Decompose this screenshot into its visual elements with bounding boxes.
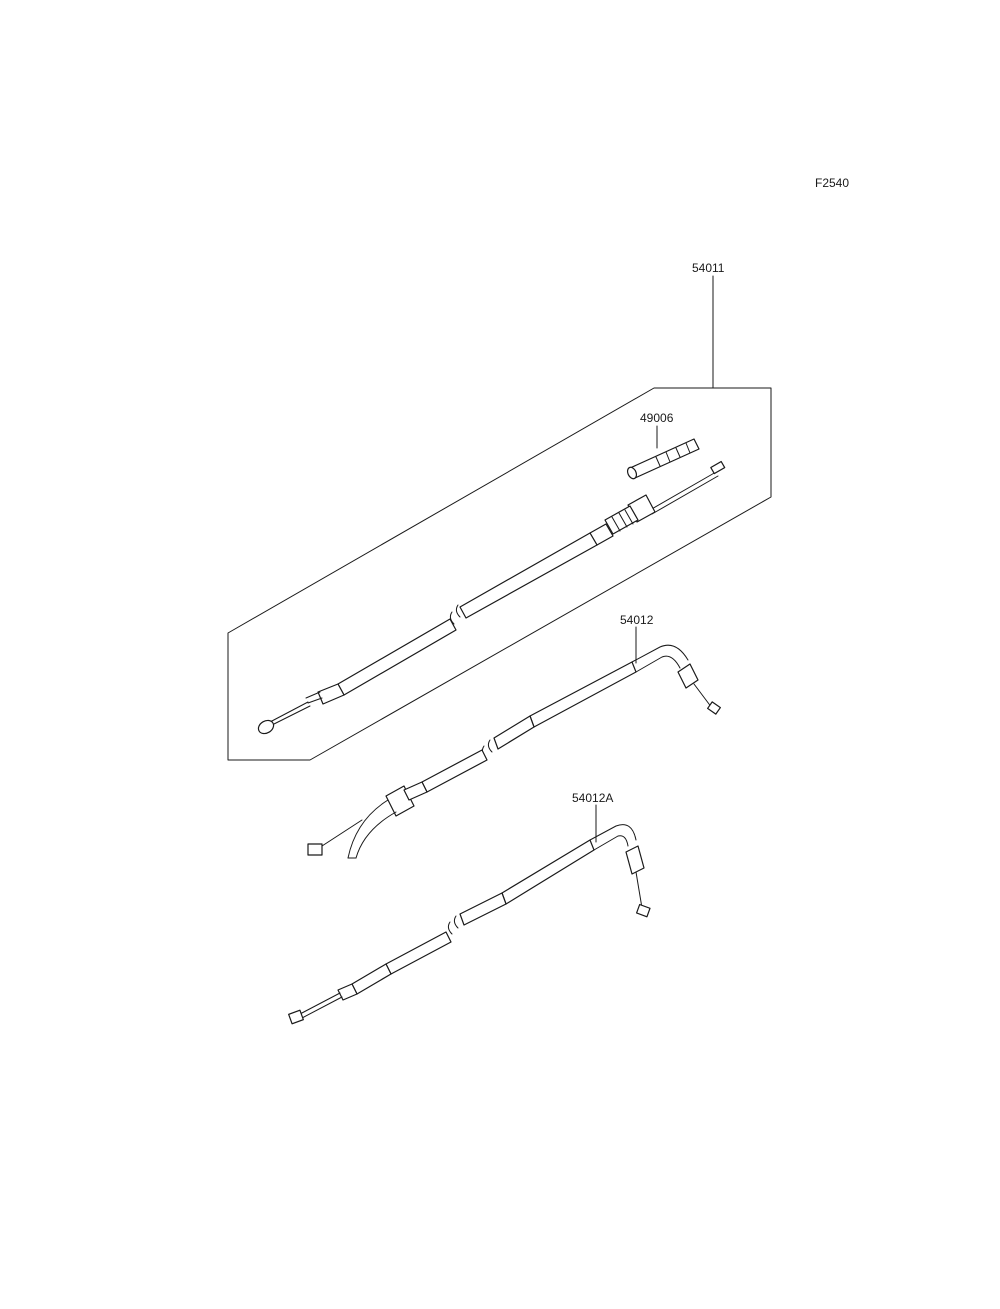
cable-adjuster xyxy=(625,845,645,875)
part-label-49006: 49006 xyxy=(640,411,674,425)
part-label-54012: 54012 xyxy=(620,613,654,627)
barrel-end xyxy=(288,1009,304,1025)
cable-sheath-upper xyxy=(459,532,598,619)
cable-sheath-lower xyxy=(337,618,457,696)
barrel-end xyxy=(307,843,323,856)
clutch-cable-54011[interactable] xyxy=(256,460,726,737)
part-label-54011[interactable]: 54011 xyxy=(692,261,725,275)
figure-code: F2540 xyxy=(815,176,849,190)
group-outline xyxy=(227,387,772,761)
boot-49006[interactable]: 49006 xyxy=(626,411,700,480)
boot-body xyxy=(629,438,700,479)
throttle-cable-54012A[interactable]: 54012A xyxy=(288,791,651,1025)
part-label-54012A: 54012A xyxy=(572,791,613,805)
adjuster-body xyxy=(604,505,639,535)
cable-adjuster xyxy=(677,663,699,689)
cable-end-fitting xyxy=(710,460,726,475)
cable-end-fitting xyxy=(707,701,721,715)
throttle-cable-54012[interactable]: 54012 xyxy=(307,613,721,859)
boot-end xyxy=(626,466,638,480)
clutch-cable-group: 54011 49006 xyxy=(227,261,772,761)
barrel-end xyxy=(257,719,275,735)
cable-end-fitting xyxy=(635,903,651,918)
